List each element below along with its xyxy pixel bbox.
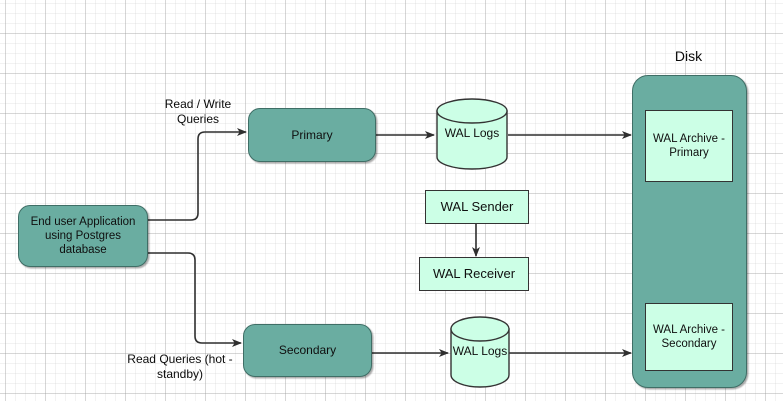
secondary-node[interactable]: Secondary	[243, 324, 372, 377]
cylinder-icon	[436, 98, 508, 170]
wal-archive-secondary-node[interactable]: WAL Archive - Secondary	[645, 303, 733, 371]
cylinder-icon	[450, 316, 510, 388]
edge-label-read-queries: Read Queries (hot - standby)	[127, 352, 233, 381]
disk-label: Disk	[674, 48, 703, 64]
edge-label-read-write-queries: Read / Write Queries	[164, 97, 232, 126]
end-user-application-node[interactable]: End user Application using Postgres data…	[18, 205, 148, 267]
wal-archive-primary-node[interactable]: WAL Archive - Primary	[645, 110, 733, 182]
edge-enduser-to-secondary	[148, 252, 242, 347]
edge-enduser-to-primary	[148, 128, 247, 221]
wal-logs-primary-label-line1: WAL Logs	[444, 126, 500, 140]
primary-node[interactable]: Primary	[248, 108, 376, 162]
wal-logs-secondary-label-line1: WAL Logs	[452, 344, 508, 358]
wal-receiver-node[interactable]: WAL Receiver	[419, 257, 529, 291]
wal-sender-node[interactable]: WAL Sender	[425, 190, 529, 224]
wal-logs-primary-node[interactable]: WAL Logs	[436, 98, 508, 170]
wal-logs-secondary-node[interactable]: WAL Logs	[450, 316, 510, 388]
